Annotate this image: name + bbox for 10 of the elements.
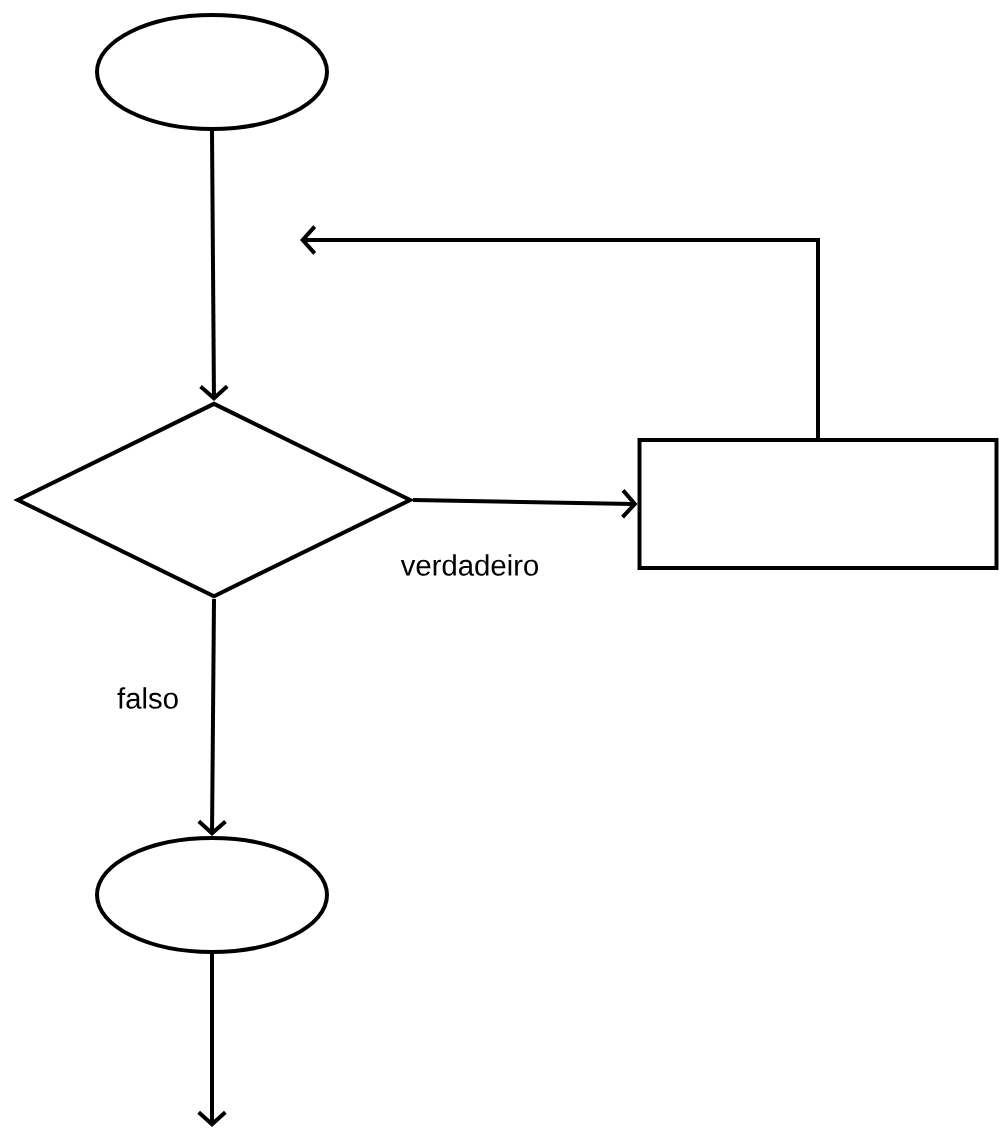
ellipse-shape (95, 836, 329, 954)
process-box (637, 438, 999, 570)
ellipse-shape (95, 13, 329, 131)
edge-label: falso (114, 684, 182, 712)
arrow (197, 954, 227, 1127)
arrow (412, 489, 638, 519)
arrow (199, 131, 229, 401)
arrow (197, 599, 227, 836)
edge-label: verdadeiro (398, 551, 542, 579)
arrow (300, 225, 820, 440)
